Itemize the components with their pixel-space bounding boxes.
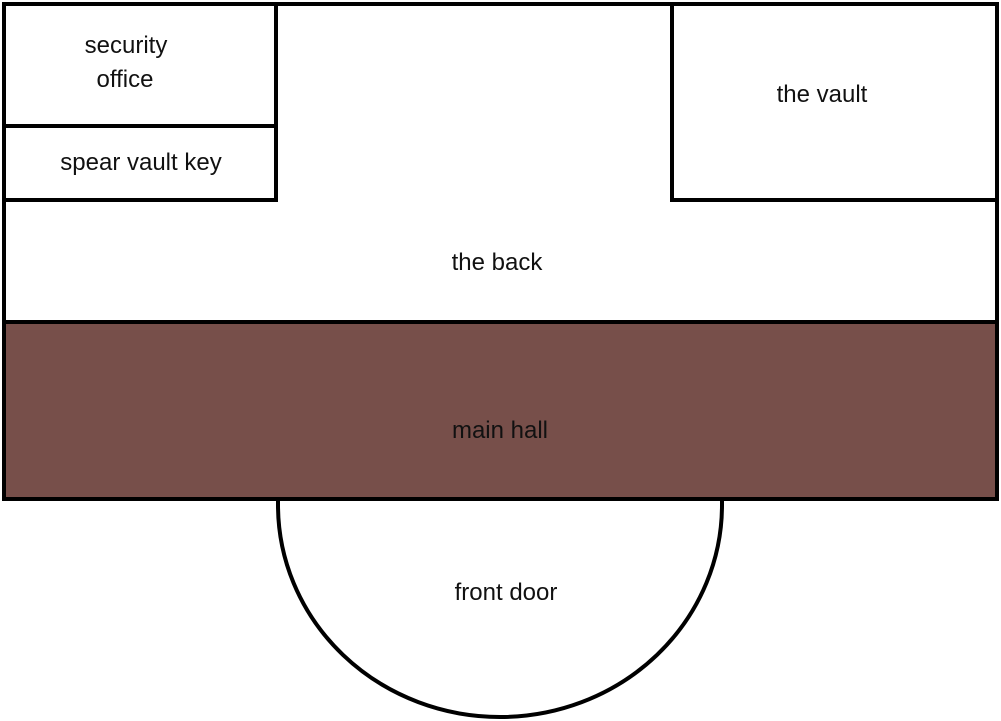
front-door-room — [276, 497, 724, 719]
the-back-label: the back — [452, 249, 544, 276]
main-hall-label: main hall — [452, 417, 548, 444]
security-office-label-line2: office — [97, 66, 154, 93]
main-hall-room — [2, 320, 999, 501]
the-vault-label: the vault — [777, 81, 868, 108]
security-office-label-line1: security — [85, 32, 168, 59]
spear-vault-key-room — [2, 124, 278, 202]
spear-vault-key-label: spear vault key — [60, 149, 221, 176]
security-office-room — [2, 2, 278, 128]
the-vault-room — [670, 2, 999, 202]
front-door-label: front door — [455, 579, 558, 606]
